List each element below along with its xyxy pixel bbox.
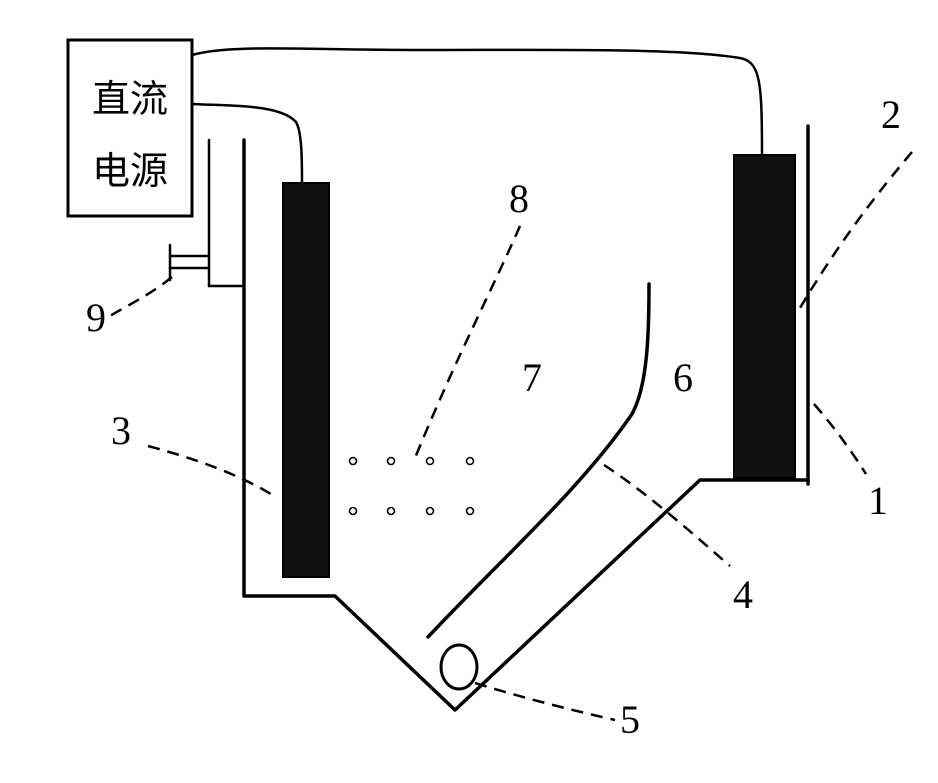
label-1: 1 (868, 478, 888, 523)
wire-to-cathode (190, 102, 304, 186)
leader-1 (813, 403, 868, 475)
power-supply-label-line2: 电源 (92, 149, 168, 193)
bubble (348, 456, 358, 466)
label-6: 6 (673, 355, 693, 400)
electrode-left (282, 182, 330, 578)
bubble (386, 506, 396, 516)
gas-bubbles (348, 456, 475, 516)
valve (168, 243, 211, 282)
wire-to-anode (190, 47, 764, 157)
leader-5 (474, 681, 616, 722)
label-9: 9 (86, 295, 106, 340)
bubble (425, 506, 435, 516)
leader-9 (109, 276, 173, 318)
leader-3 (147, 444, 277, 499)
outlet-ring (439, 643, 479, 691)
vessel-wall (242, 138, 810, 712)
label-3: 3 (111, 408, 131, 453)
power-supply-label-line1: 直流 (92, 77, 168, 121)
bubble (465, 456, 475, 466)
label-8: 8 (509, 176, 529, 221)
dc-power-supply: 直流 电源 (66, 38, 194, 218)
bubble (348, 506, 358, 516)
label-7: 7 (522, 355, 542, 400)
leader-2 (795, 151, 913, 314)
baffle (426, 282, 651, 639)
electrode-right (733, 154, 796, 479)
leader-4 (603, 463, 731, 567)
bubble (465, 506, 475, 516)
bubble (425, 456, 435, 466)
leader-8 (413, 225, 522, 459)
label-4: 4 (733, 572, 753, 617)
label-2: 2 (881, 92, 901, 137)
bubble (386, 456, 396, 466)
power-supply-box (66, 38, 194, 218)
label-5: 5 (620, 697, 640, 742)
